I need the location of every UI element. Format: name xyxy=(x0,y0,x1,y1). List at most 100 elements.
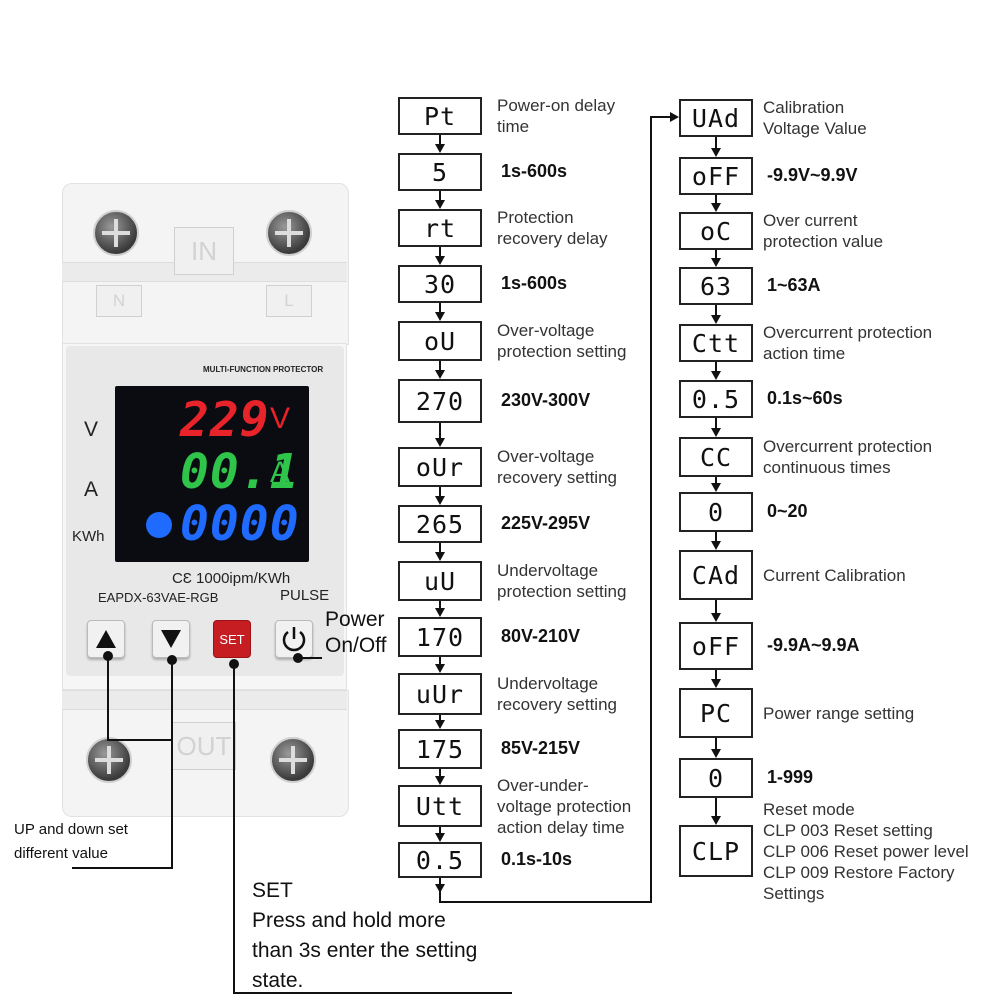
power-icon xyxy=(282,627,306,652)
flow-arrowhead xyxy=(670,112,679,122)
flow-arrowhead xyxy=(711,258,721,267)
terminal-l-label: L xyxy=(266,285,312,317)
setting-code-box: 0 xyxy=(679,492,753,532)
setting-range-value: 225V-295V xyxy=(501,513,591,533)
setting-range-value: 85V-215V xyxy=(501,738,581,758)
label-voltage: V xyxy=(84,418,99,441)
setting-code-box: 0 xyxy=(679,758,753,798)
setting-code-box: oUr xyxy=(398,447,482,487)
setting-range-value: 230V-300V xyxy=(501,390,591,410)
setting-description: Over-voltage recovery setting xyxy=(497,447,617,487)
cert-text: CƐ 1000ipm/KWh xyxy=(172,570,291,587)
setting-code-box: 30 xyxy=(398,265,482,303)
setting-range-value: 0.1s-10s xyxy=(501,849,573,869)
terminal-screw-out-l xyxy=(270,737,316,783)
setting-code-box: CAd xyxy=(679,550,753,600)
up-arrow-icon xyxy=(96,630,116,648)
setting-code-box: Ctt xyxy=(679,324,753,362)
terminal-screw-in-n xyxy=(93,210,139,256)
set-button[interactable]: SET xyxy=(213,620,251,658)
column-link-connector xyxy=(439,116,670,903)
flow-arrowhead xyxy=(435,496,445,505)
lcd-display xyxy=(115,386,309,562)
flow-arrowhead xyxy=(435,256,445,265)
setting-code-box: 265 xyxy=(398,505,482,543)
setting-description: Reset mode CLP 003 Reset setting CLP 006… xyxy=(763,799,969,903)
power-button[interactable] xyxy=(275,620,313,658)
setting-description: Undervoltage recovery setting xyxy=(497,674,617,714)
callout-up-down: UP and down set different value xyxy=(14,821,128,862)
setting-description: Calibration Voltage Value xyxy=(763,98,867,138)
setting-code-box: 270 xyxy=(398,379,482,423)
setting-code-box: oU xyxy=(398,321,482,361)
flow-arrowhead xyxy=(435,144,445,153)
flow-arrowhead xyxy=(711,816,721,825)
flow-arrowhead xyxy=(711,483,721,492)
setting-code-box: 5 xyxy=(398,153,482,191)
setting-description: Current Calibration xyxy=(763,565,906,585)
setting-range-value: 1~63A xyxy=(767,275,821,295)
setting-description: Power range setting xyxy=(763,703,915,723)
terminal-n-label: N xyxy=(96,285,142,317)
setting-description: Over current protection value xyxy=(763,211,884,251)
setting-code-box: 175 xyxy=(398,729,482,769)
terminal-out-label: OUT xyxy=(172,722,236,770)
flow-arrowhead xyxy=(435,200,445,209)
setting-description: Overcurrent protection continuous times xyxy=(763,437,933,477)
setting-description: Over-under- voltage protection action de… xyxy=(497,775,632,837)
terminal-in-label: IN xyxy=(174,227,234,275)
pulse-indicator xyxy=(146,512,172,538)
flow-arrowhead xyxy=(711,428,721,437)
flow-arrowhead xyxy=(435,776,445,785)
label-current: A xyxy=(84,478,99,501)
setting-range-value: 1s-600s xyxy=(501,273,568,293)
lcd-voltage-unit: V xyxy=(270,402,291,435)
flow-arrowhead xyxy=(435,664,445,673)
callout-power: Power On/Off xyxy=(325,608,387,657)
terminal-screw-in-l xyxy=(266,210,312,256)
setting-description: Overcurrent protection action time xyxy=(763,323,933,363)
panel-title: MULTI-FUNCTION PROTECTOR xyxy=(203,365,324,374)
callout-set: SET Press and hold more than 3s enter th… xyxy=(252,879,478,992)
flow-arrowhead xyxy=(711,148,721,157)
setting-code-box: UAd xyxy=(679,99,753,137)
flow-arrowhead xyxy=(711,203,721,212)
setting-code-box: CC xyxy=(679,437,753,477)
lcd-current: 00.1 xyxy=(180,444,300,500)
lcd-voltage: 229 xyxy=(180,392,270,448)
setting-description: Protection recovery delay xyxy=(497,208,608,248)
setting-code-box: rt xyxy=(398,209,482,247)
flow-arrowhead xyxy=(435,720,445,729)
setting-range-value: 1-999 xyxy=(767,767,814,787)
flow-arrowhead xyxy=(711,749,721,758)
pulse-label: PULSE xyxy=(280,587,330,604)
flow-arrowhead xyxy=(435,833,445,842)
flow-arrowhead xyxy=(435,438,445,447)
flow-arrowhead xyxy=(435,884,445,893)
setting-code-box: 0.5 xyxy=(398,842,482,878)
label-energy: KWh xyxy=(72,528,105,545)
lcd-current-unit: A xyxy=(270,456,291,489)
setting-code-box: oFF xyxy=(679,622,753,670)
setting-range-value: -9.9A~9.9A xyxy=(767,635,860,655)
setting-range-value: 0~20 xyxy=(767,501,808,521)
setting-range-value: -9.9V~9.9V xyxy=(767,165,858,185)
setting-code-box: uU xyxy=(398,561,482,601)
setting-code-box: 63 xyxy=(679,267,753,305)
setting-description: Over-voltage protection setting xyxy=(497,321,627,361)
setting-code-box: 0.5 xyxy=(679,380,753,418)
setting-code-box: oC xyxy=(679,212,753,250)
flow-arrowhead xyxy=(711,315,721,324)
down-arrow-icon xyxy=(161,630,181,648)
down-button[interactable] xyxy=(152,620,190,658)
flow-arrowhead xyxy=(711,679,721,688)
setting-code-box: Utt xyxy=(398,785,482,827)
flow-arrowhead xyxy=(711,613,721,622)
flow-arrowhead xyxy=(435,608,445,617)
flow-arrowhead xyxy=(435,370,445,379)
flow-arrowhead xyxy=(711,371,721,380)
setting-description: Power-on delay time xyxy=(497,96,616,136)
model-number: EAPDX-63VAE-RGB xyxy=(98,590,219,605)
